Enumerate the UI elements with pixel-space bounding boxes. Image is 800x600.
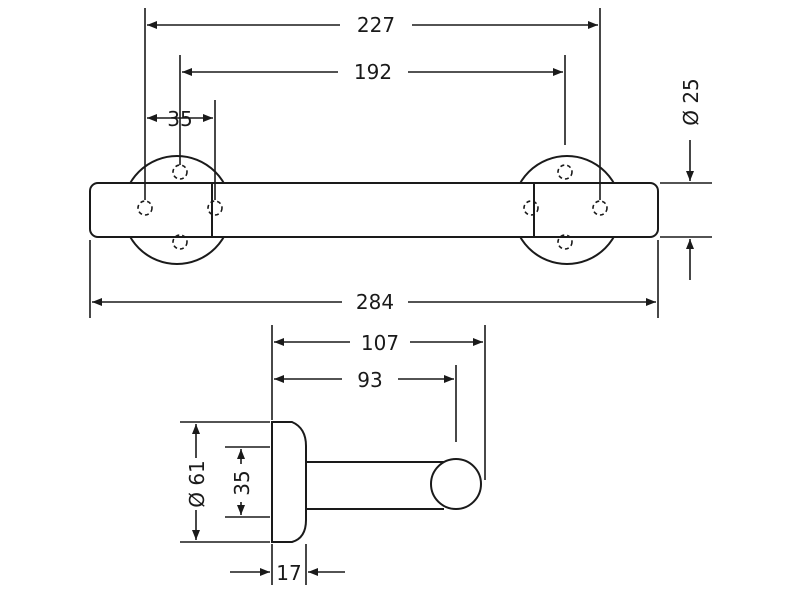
dimension-227: 227	[147, 13, 598, 37]
dimension-diameter-25-label: Ø 25	[679, 78, 703, 126]
dimension-192-label: 192	[354, 60, 392, 84]
right-screw-holes	[523, 164, 608, 250]
side-view: 107 93 Ø 61 35 17	[180, 325, 486, 585]
dimension-35-top-label: 35	[167, 107, 192, 131]
dimension-35-side-label: 35	[230, 470, 254, 495]
dimension-35-side: 35	[230, 449, 254, 515]
dimension-17-label: 17	[276, 561, 301, 585]
dimension-17: 17	[230, 561, 345, 585]
left-screw-holes	[137, 164, 223, 250]
dimension-227-label: 227	[357, 13, 395, 37]
dimension-35-top: 35	[147, 107, 213, 131]
dimension-diameter-61: Ø 61	[185, 424, 209, 540]
dimension-284-label: 284	[356, 290, 394, 314]
grab-bar-tube	[89, 182, 659, 238]
dimension-93: 93	[274, 368, 454, 392]
dimension-107: 107	[274, 331, 483, 355]
dimension-284: 284	[92, 290, 656, 314]
dimension-107-label: 107	[361, 331, 399, 355]
dimension-192: 192	[182, 60, 563, 84]
dimension-93-label: 93	[357, 368, 382, 392]
dimension-diameter-61-label: Ø 61	[185, 460, 209, 508]
wall-rosette	[271, 421, 307, 543]
dimension-diameter-25: Ø 25	[679, 78, 703, 280]
top-view: 227 192 35 Ø 25 284	[89, 8, 712, 318]
tube-end-cap	[430, 458, 482, 510]
